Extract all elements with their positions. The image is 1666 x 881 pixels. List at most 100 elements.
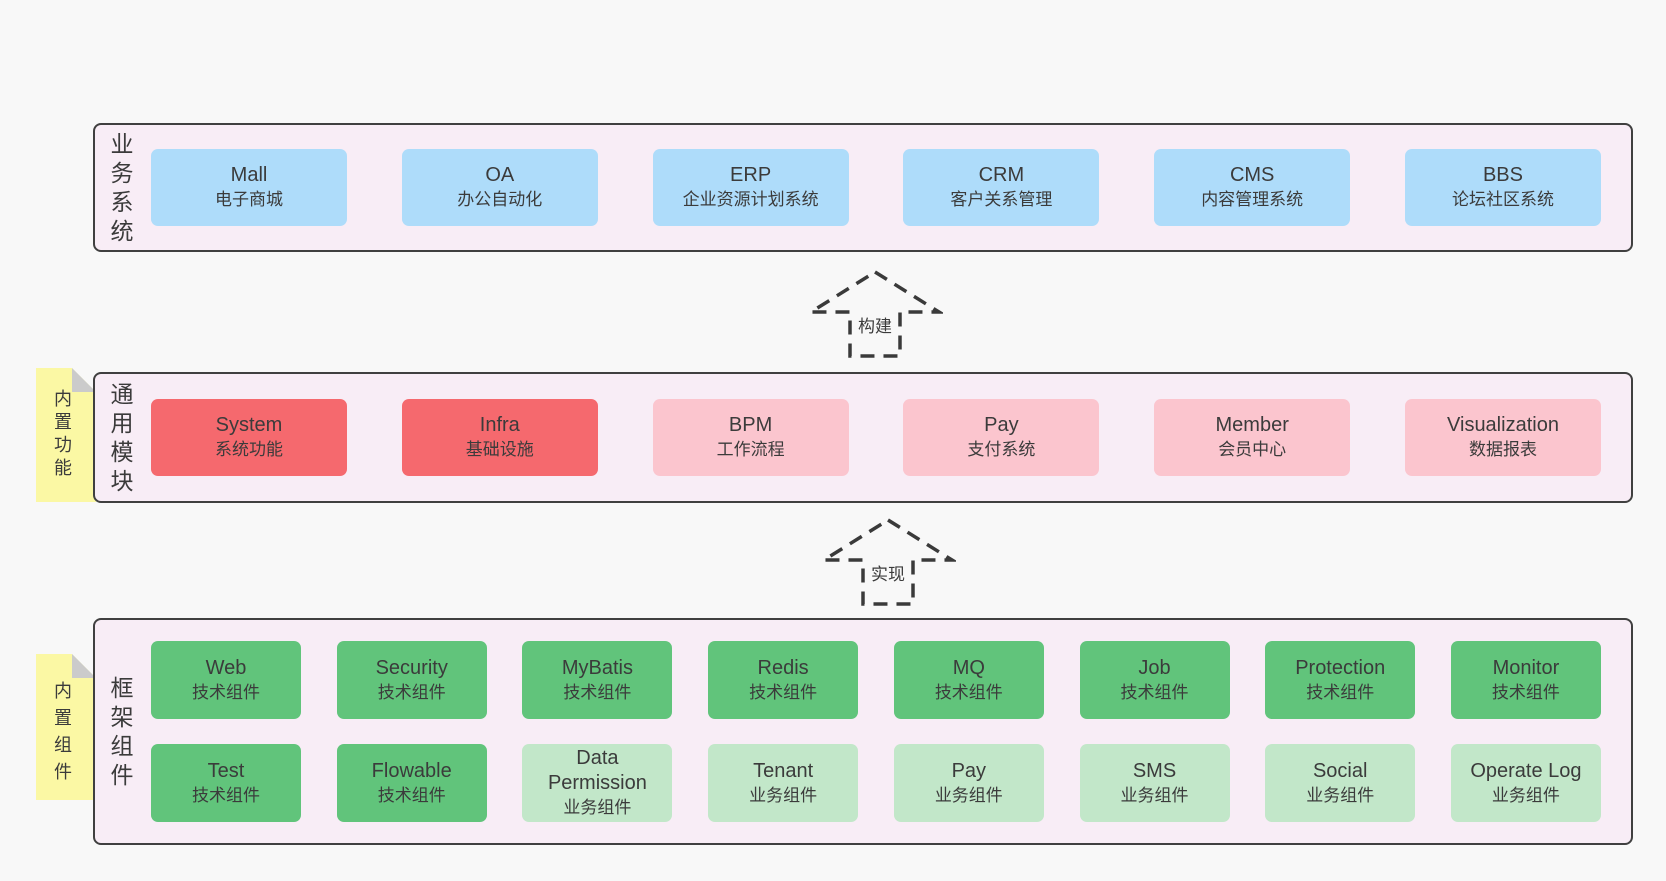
box-title: BBS (1482, 164, 1523, 186)
box-subtitle: 办公自动化 (457, 190, 543, 209)
box-title: Monitor (1492, 656, 1560, 679)
box-title: Job (1138, 656, 1171, 679)
business-systems-panel: 业务系统 Mall 电子商城 OA 办公自动化 ERP 企业资源计划系统 CRM… (93, 123, 1633, 252)
up-arrow-icon (820, 517, 956, 606)
up-arrow-icon (807, 269, 943, 358)
box-subtitle: 业务组件 (749, 785, 818, 805)
box-mybatis: MyBatis 技术组件 (522, 641, 673, 719)
box-bbs: BBS 论坛社区系统 (1404, 149, 1601, 226)
box-tenant: Tenant 业务组件 (708, 744, 859, 822)
section-label-business: 业务系统 (110, 130, 134, 244)
box-job: Job 技术组件 (1079, 641, 1230, 719)
implement-arrow-label: 实现 (869, 560, 907, 585)
box-title: CRM (978, 164, 1025, 186)
box-title: CMS (1229, 164, 1275, 186)
box-subtitle: 业务组件 (1491, 785, 1560, 805)
box-cms: CMS 内容管理系统 (1154, 149, 1351, 226)
section-label-components: 框架组件 (110, 674, 134, 788)
box-subtitle: 技术组件 (377, 785, 446, 805)
box-subtitle: 技术组件 (934, 682, 1003, 702)
box-protection: Protection 技术组件 (1265, 641, 1416, 719)
box-title: Test (207, 759, 245, 782)
box-subtitle: 技术组件 (1306, 682, 1375, 702)
box-title: Operate Log (1470, 759, 1582, 782)
builtin-features-note: 内置功能 (36, 368, 96, 502)
box-title: Data Permission (547, 747, 647, 794)
box-security: Security 技术组件 (336, 641, 487, 719)
box-subtitle: 技术组件 (192, 682, 260, 702)
build-arrow-label: 构建 (856, 312, 894, 337)
box-title: Security (375, 656, 448, 679)
box-subtitle: 业务组件 (563, 798, 632, 817)
box-subtitle: 工作流程 (716, 440, 785, 459)
box-subtitle: 会员中心 (1218, 440, 1287, 459)
box-title: Tenant (753, 759, 814, 782)
box-title: Flowable (371, 759, 452, 782)
box-data-permission: Data Permission 业务组件 (522, 744, 673, 822)
box-mall: Mall 电子商城 (151, 149, 347, 226)
box-subtitle: 技术组件 (749, 682, 818, 702)
box-title: Mall (230, 164, 268, 186)
box-subtitle: 技术组件 (1491, 682, 1560, 702)
box-title: Visualization (1447, 414, 1559, 436)
box-title: Web (205, 656, 247, 679)
box-member: Member 会员中心 (1154, 399, 1351, 476)
box-title: BPM (728, 414, 773, 436)
business-row: Mall 电子商城 OA 办公自动化 ERP 企业资源计划系统 CRM 客户关系… (151, 125, 1601, 250)
box-subtitle: 业务组件 (1120, 785, 1189, 805)
box-subtitle: 技术组件 (563, 682, 632, 702)
box-title: ERP (730, 164, 772, 186)
note-text: 内置功能 (54, 389, 72, 478)
box-title: Social (1312, 759, 1368, 782)
box-subtitle: 客户关系管理 (950, 190, 1053, 209)
box-subtitle: 技术组件 (377, 682, 446, 702)
box-mq: MQ 技术组件 (893, 641, 1044, 719)
box-pay-module: Pay 支付系统 (903, 399, 1100, 476)
box-title: OA (485, 164, 515, 186)
box-subtitle: 支付系统 (967, 440, 1036, 459)
box-title: MyBatis (561, 656, 633, 679)
box-subtitle: 论坛社区系统 (1451, 190, 1554, 209)
box-sms: SMS 业务组件 (1079, 744, 1230, 822)
box-subtitle: 电子商城 (215, 190, 283, 209)
box-title: Protection (1295, 656, 1386, 679)
folded-corner (72, 368, 96, 392)
box-web: Web 技术组件 (151, 641, 301, 719)
box-title: System (215, 414, 283, 436)
box-system: System 系统功能 (151, 399, 347, 476)
box-visualization: Visualization 数据报表 (1404, 399, 1601, 476)
box-infra: Infra 基础设施 (401, 399, 598, 476)
box-subtitle: 企业资源计划系统 (682, 190, 819, 209)
box-subtitle: 基础设施 (465, 440, 534, 459)
box-title: Pay (951, 759, 987, 782)
box-flowable: Flowable 技术组件 (336, 744, 487, 822)
box-bpm: BPM 工作流程 (652, 399, 849, 476)
implement-arrow: 实现 (820, 516, 956, 608)
box-subtitle: 业务组件 (1306, 785, 1375, 805)
note-text: 内置组件 (54, 681, 72, 782)
box-title: Redis (757, 656, 809, 679)
box-subtitle: 技术组件 (1120, 682, 1189, 702)
builtin-components-note: 内置组件 (36, 654, 96, 800)
box-operate-log: Operate Log 业务组件 (1450, 744, 1601, 822)
box-monitor: Monitor 技术组件 (1450, 641, 1601, 719)
folded-corner (72, 654, 96, 678)
box-subtitle: 系统功能 (215, 440, 283, 459)
box-test: Test 技术组件 (151, 744, 301, 822)
box-social: Social 业务组件 (1265, 744, 1416, 822)
box-subtitle: 技术组件 (192, 785, 260, 805)
box-title: Member (1215, 414, 1289, 436)
box-title: MQ (952, 656, 985, 679)
box-subtitle: 业务组件 (934, 785, 1003, 805)
box-oa: OA 办公自动化 (401, 149, 598, 226)
box-crm: CRM 客户关系管理 (903, 149, 1100, 226)
components-grid: Web 技术组件 Security 技术组件 MyBatis 技术组件 Redi… (151, 620, 1601, 843)
common-modules-panel: 通用模块 System 系统功能 Infra 基础设施 BPM 工作流程 Pay… (93, 372, 1633, 503)
box-title: Infra (479, 414, 520, 436)
box-title: Pay (984, 414, 1019, 436)
box-erp: ERP 企业资源计划系统 (652, 149, 849, 226)
modules-row: System 系统功能 Infra 基础设施 BPM 工作流程 Pay 支付系统… (151, 374, 1601, 501)
section-label-modules: 通用模块 (110, 380, 134, 494)
box-subtitle: 内容管理系统 (1201, 190, 1304, 209)
box-redis: Redis 技术组件 (708, 641, 859, 719)
